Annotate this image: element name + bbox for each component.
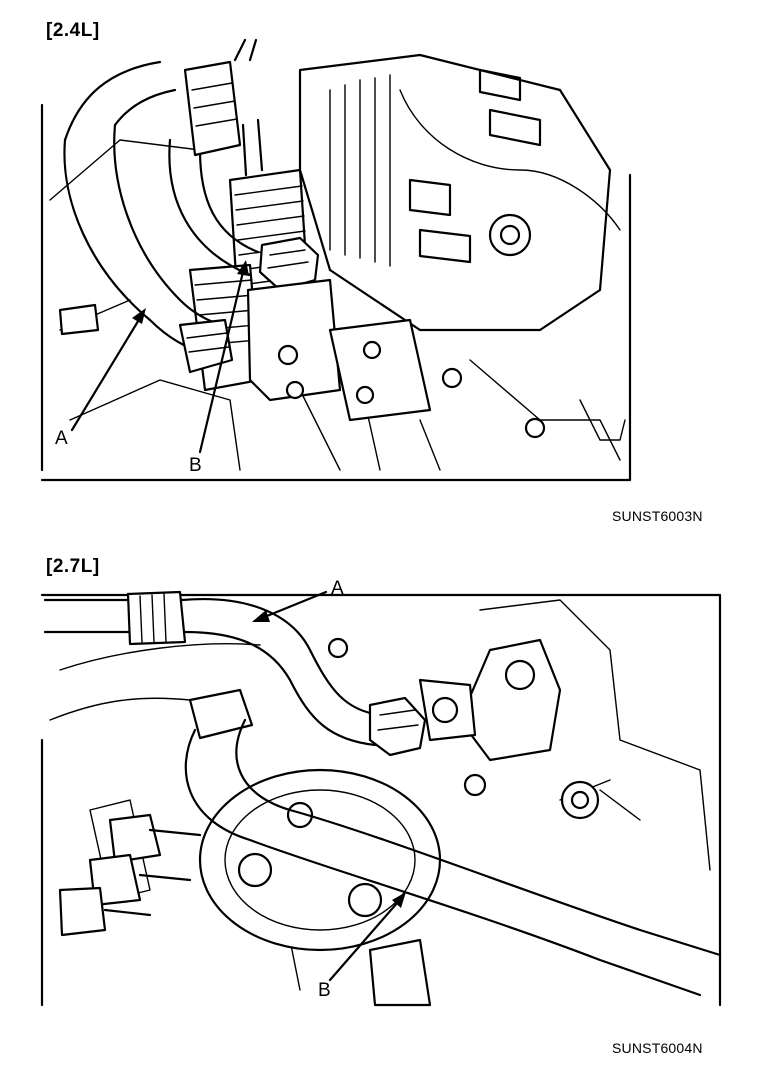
- figure-code-2-4l: SUNST6003N: [612, 508, 703, 524]
- electrical-connectors: [58, 813, 202, 937]
- callout-a-2-7l: A: [331, 578, 344, 599]
- alternator: [298, 53, 621, 332]
- power-steering-pump-pulley-2-7l: [198, 768, 442, 952]
- panel-title-2-7l: [2.7L]: [46, 556, 100, 577]
- engine-illustration-2-4l: [40, 38, 632, 482]
- callout-b-arrow-2-4l: [198, 260, 249, 454]
- pump-bracket: [418, 638, 562, 797]
- engine-illustration-2-7l: [40, 590, 722, 1007]
- hose-b-2-4l: [168, 38, 264, 277]
- hose-a-2-4l: [58, 60, 234, 374]
- callout-b-2-4l: B: [189, 455, 202, 476]
- callout-a-arrow-2-7l: [252, 590, 328, 622]
- callout-a-arrow-2-4l: [70, 308, 146, 432]
- bracket-bolts: [328, 318, 626, 441]
- callout-b-arrow-2-7l: [328, 892, 406, 982]
- callout-a-2-4l: A: [55, 428, 68, 449]
- pump-outlet-fitting: [246, 236, 342, 402]
- callout-b-2-7l: B: [318, 980, 331, 1001]
- hose-a-2-7l: [43, 590, 427, 757]
- hose-b-2-7l: [184, 688, 722, 997]
- figure-code-2-7l: SUNST6004N: [612, 1040, 703, 1056]
- panel-title-2-4l: [2.4L]: [46, 20, 100, 41]
